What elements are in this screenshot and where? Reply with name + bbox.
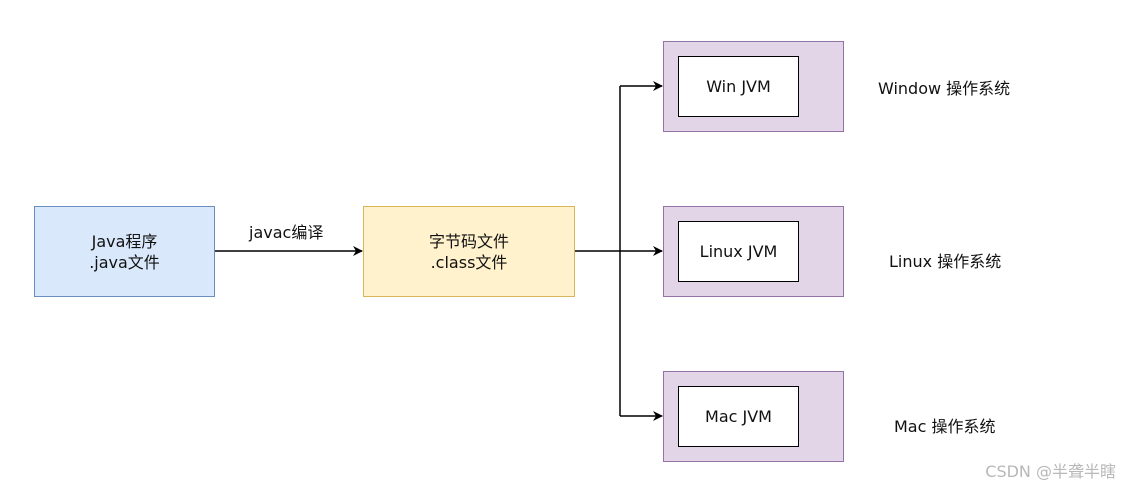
compile-edge-label: javac编译 xyxy=(249,219,324,243)
mac-jvm-label: Mac JVM xyxy=(705,407,772,426)
bytecode-ext: .class文件 xyxy=(430,252,508,272)
win-jvm-label: Win JVM xyxy=(706,77,771,96)
mac-jvm-node[interactable]: Mac JVM xyxy=(678,386,799,447)
java-source-ext: .java文件 xyxy=(89,252,160,272)
win-jvm-node[interactable]: Win JVM xyxy=(678,56,799,117)
linux-jvm-node[interactable]: Linux JVM xyxy=(678,221,799,282)
windows-os-node[interactable]: Win JVM xyxy=(663,41,844,132)
watermark-text: CSDN @半聋半瞎 xyxy=(985,462,1116,481)
linux-os-node[interactable]: Linux JVM xyxy=(663,206,844,297)
linux-jvm-label: Linux JVM xyxy=(699,242,778,261)
bytecode-node[interactable]: 字节码文件 .class文件 xyxy=(363,206,575,297)
java-source-node[interactable]: Java程序 .java文件 xyxy=(34,206,215,297)
bytecode-title: 字节码文件 xyxy=(428,231,509,251)
windows-os-label: Window 操作系统 xyxy=(878,79,1011,98)
mac-os-label: Mac 操作系统 xyxy=(894,417,996,436)
java-source-title: Java程序 xyxy=(91,231,158,251)
mac-os-node[interactable]: Mac JVM xyxy=(663,371,844,462)
linux-os-label: Linux 操作系统 xyxy=(889,252,1002,271)
